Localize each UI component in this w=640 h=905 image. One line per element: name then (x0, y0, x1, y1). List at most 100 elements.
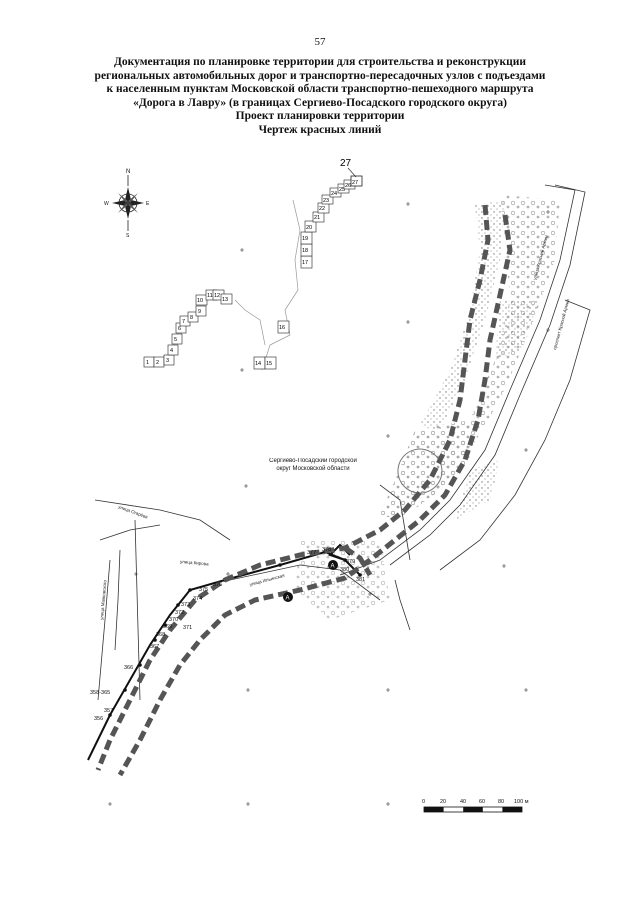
red-line-dashed-corridor (95, 204, 513, 777)
svg-text:26: 26 (345, 183, 351, 189)
sheet-20[interactable]: 20 (304, 220, 317, 233)
svg-text:10: 10 (197, 298, 203, 304)
svg-text:23: 23 (323, 198, 329, 204)
sheet-3[interactable]: 3 (163, 354, 175, 366)
district-label: Сергиево-Посадский городской округ Моско… (269, 458, 357, 472)
sheet-4[interactable]: 4 (167, 344, 179, 356)
street-mayakovskogo: улица Маяковского (99, 579, 108, 620)
svg-text:14: 14 (255, 361, 261, 367)
compass-east: E (146, 201, 150, 207)
prospekt-krasnoy-armii: проспект Красной Армии (551, 298, 570, 350)
svg-text:7: 7 (182, 319, 185, 325)
scale-tick-60: 60 (479, 799, 485, 805)
sheet-16[interactable]: 16 (277, 320, 290, 334)
title-line-6: Чертеж красных линий (258, 123, 382, 136)
scale-tick-40: 40 (460, 799, 466, 805)
point-label-368: 368 (156, 632, 165, 638)
point-label-374: 374 (193, 596, 202, 602)
svg-text:4: 4 (170, 348, 173, 354)
point-label-371: 371 (183, 625, 192, 631)
point-label-376: 376 (213, 582, 222, 588)
sheet-14[interactable]: 14 (253, 356, 266, 370)
svg-text:1: 1 (146, 360, 149, 366)
svg-text:9: 9 (198, 309, 201, 315)
svg-text:A: A (331, 564, 335, 570)
sheet-9[interactable]: 9 (195, 305, 207, 317)
selected-sheet-label: 27 (340, 158, 352, 169)
compass-south: S (126, 233, 130, 239)
sheet-22[interactable]: 22 (317, 202, 330, 214)
svg-text:12: 12 (214, 293, 220, 299)
point-label-377: 377 (307, 550, 316, 556)
svg-text:2: 2 (156, 360, 159, 366)
scale-tick-20: 20 (440, 799, 446, 805)
sheet-23[interactable]: 23 (321, 194, 334, 205)
svg-text:A: A (286, 596, 290, 602)
svg-text:6: 6 (178, 326, 181, 332)
sheet-10[interactable]: 10 (195, 294, 208, 306)
sheet-2[interactable]: 2 (153, 356, 165, 368)
sheet-index-key-map: 1 2 3 4 5 6 7 8 9 10 11 12 13 14 15 16 1… (143, 158, 363, 371)
sheet-5[interactable]: 5 (171, 333, 183, 345)
road-network (94, 184, 591, 701)
point-label-366: 366 (124, 665, 133, 671)
scale-tick-100: 100 м (514, 799, 529, 805)
sheet-15[interactable]: 15 (264, 356, 277, 370)
title-line-2: региональных автомобильных дорог и транс… (94, 69, 546, 82)
sheet-27[interactable]: 27 (350, 175, 363, 187)
point-label-375: 375 (199, 587, 208, 593)
svg-text:15: 15 (266, 361, 272, 367)
sheet-21[interactable]: 21 (312, 211, 325, 223)
svg-text:25: 25 (339, 187, 345, 193)
point-label-358-365: 358-365 (90, 690, 110, 696)
sheet-17[interactable]: 17 (300, 255, 313, 269)
compass-rose-icon: N S W E (104, 169, 150, 239)
point-label-380: 380 (340, 567, 349, 573)
svg-text:3: 3 (166, 358, 169, 364)
point-labels: 356 357 358-365 366 367 368 369 370 371 … (90, 547, 365, 722)
point-label-379: 379 (346, 559, 355, 565)
title-line-1: Документация по планировке территории дл… (114, 56, 526, 68)
svg-text:17: 17 (302, 260, 308, 266)
street-kirova: улица Кирова (180, 559, 209, 567)
svg-text:8: 8 (190, 315, 193, 321)
point-label-372: 372 (175, 610, 184, 616)
point-label-381: 381 (356, 577, 365, 583)
crossing-marker-icon: A A (283, 560, 338, 602)
sheet-8[interactable]: 8 (187, 311, 199, 323)
point-label-369: 369 (163, 624, 172, 630)
title-line-3: к населенным пунктам Московской области … (106, 83, 534, 95)
sheet-1[interactable]: 1 (143, 356, 155, 368)
title-line-4: «Дорога в Лавру» (в границах Сергиево-По… (133, 96, 507, 109)
svg-text:21: 21 (314, 215, 320, 221)
street-ogareva: улица Огарёва (118, 504, 149, 519)
svg-text:13: 13 (222, 297, 228, 303)
svg-text:11: 11 (207, 293, 213, 299)
scale-bar: 0 20 40 60 80 100 м (422, 799, 529, 813)
svg-text:24: 24 (331, 191, 337, 197)
scale-tick-0: 0 (422, 799, 425, 805)
point-label-357: 357 (104, 708, 113, 714)
svg-text:27: 27 (352, 180, 358, 186)
point-label-373: 373 (181, 602, 190, 608)
point-label-378: 378 (322, 547, 331, 553)
svg-text:16: 16 (279, 325, 285, 331)
sheet-18[interactable]: 18 (300, 243, 313, 257)
scale-tick-80: 80 (498, 799, 504, 805)
svg-text:19: 19 (302, 236, 308, 242)
point-label-367: 367 (150, 644, 159, 650)
point-label-370: 370 (169, 617, 178, 623)
compass-north: N (126, 169, 130, 175)
title-line-5: Проект планировки территории (235, 110, 405, 122)
document-title: Документация по планировке территории дл… (40, 56, 600, 137)
svg-text:20: 20 (306, 225, 312, 231)
svg-text:18: 18 (302, 248, 308, 254)
grid-crosses (108, 202, 550, 806)
compass-west: W (104, 201, 109, 207)
page-number: 57 (314, 36, 326, 48)
svg-text:22: 22 (319, 206, 325, 212)
sheet-19[interactable]: 19 (300, 231, 313, 245)
svg-text:5: 5 (174, 337, 177, 343)
sheet-13[interactable]: 13 (220, 293, 233, 305)
